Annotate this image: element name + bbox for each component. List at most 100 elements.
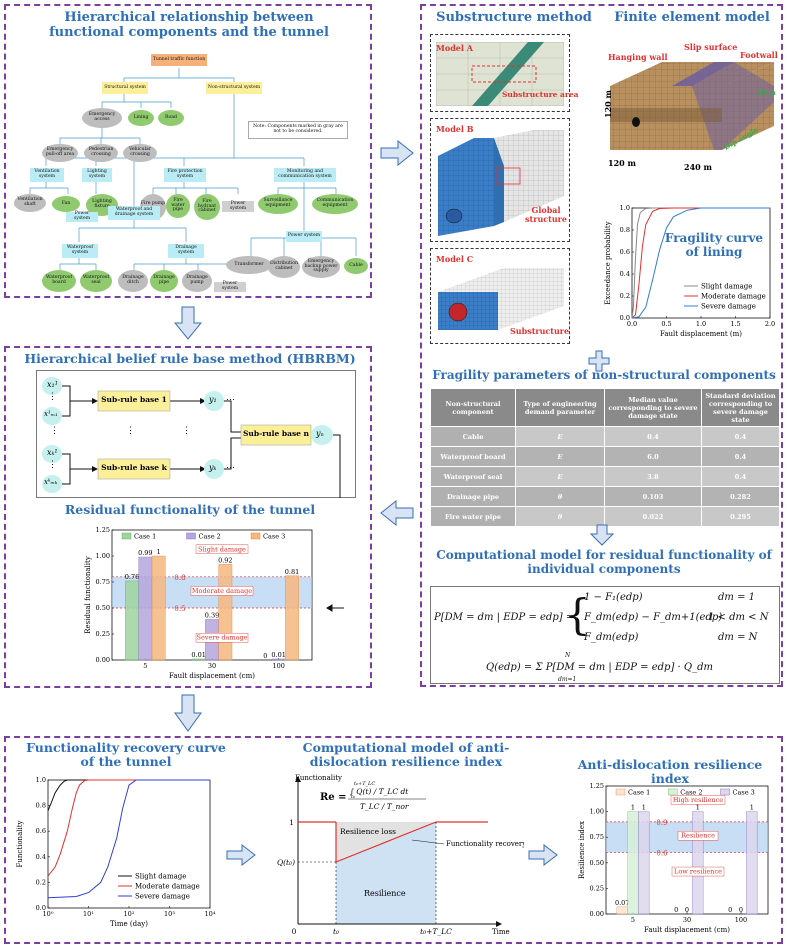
node-root: Tunnel traffic function xyxy=(151,54,207,66)
y-tick-label: 0.6 xyxy=(36,827,46,835)
plot-frame xyxy=(47,779,211,909)
residual-title: Residual functionality of the tunnel xyxy=(64,502,316,517)
yn-label: yₙ xyxy=(316,429,324,438)
legend-label: Case 2 xyxy=(199,533,221,541)
node-fire-hydrant: Fire hydrant cabinet xyxy=(194,194,220,220)
eq-case1: 1 − F₁(edp) xyxy=(584,592,643,603)
fe-model-graphic xyxy=(610,62,774,150)
threshold-lo-label: 0.6 xyxy=(656,850,668,858)
y-tick-label: 0.2 xyxy=(36,878,46,886)
bar xyxy=(271,658,286,661)
y-tick-label: 0.75 xyxy=(590,833,604,841)
right-arrow-top xyxy=(380,140,414,166)
node-power1: Power system xyxy=(222,201,254,212)
threshold-lo-label: 0.5 xyxy=(174,605,185,613)
xk1-label: xₖ¹ xyxy=(47,448,58,457)
node-vent-shaft: Ventilation shaft xyxy=(14,194,46,212)
y-tick-label: 0.4 xyxy=(620,270,630,278)
threshold-hi-label: 0.8 xyxy=(174,574,185,582)
y-axis-label: Residual functionality xyxy=(84,556,92,634)
data-label: 0.99 xyxy=(138,549,152,557)
zero-label: 0 xyxy=(292,927,297,936)
legend-label: Moderate damage xyxy=(135,883,200,891)
model-c-box xyxy=(430,248,570,344)
x-tick-label: 1.5 xyxy=(730,320,740,328)
node-drainage-pump: Drainage pump xyxy=(182,270,212,292)
hbrbm-title: Hierarchical belief rule base method (HB… xyxy=(24,351,356,366)
data-label: 1 xyxy=(696,804,700,812)
zone-label: Severe damage xyxy=(197,634,248,642)
substructure-label: Substructure xyxy=(510,326,570,336)
x-tick-label: 0.5 xyxy=(661,320,671,328)
legend-label: Case 1 xyxy=(134,533,156,541)
y-axis-label: Functionality xyxy=(16,820,24,867)
legend-swatch xyxy=(720,788,730,796)
residual-feed-arrow xyxy=(326,604,344,612)
y-tick-label: 0.25 xyxy=(590,884,604,892)
recovery-title: Functionality recovery curve of the tunn… xyxy=(26,740,226,770)
zone-label-box xyxy=(671,866,725,877)
node-lining: Lining xyxy=(128,110,154,126)
node-waterproof-sys: Waterproof system xyxy=(62,244,98,258)
model-b-label: Model B xyxy=(436,124,474,134)
table-row: Fire water pipe θ 0.022 0.295 xyxy=(430,506,780,527)
y-tick-label: 1.00 xyxy=(590,808,604,816)
data-label: 0 xyxy=(739,906,743,914)
node-pulloff: Emergency pull-off area xyxy=(42,144,78,162)
footwall-label: Footwall xyxy=(740,50,778,60)
eq-case2-cond: 1 < dm < N xyxy=(708,612,769,623)
node-power2: Power system xyxy=(66,211,98,222)
model-b-graphic xyxy=(438,130,564,236)
plus-sign xyxy=(588,350,610,372)
legend-label: Case 2 xyxy=(680,789,702,797)
table-row: Waterproof seal E 3.8 0.4 xyxy=(430,466,780,487)
node-drainage-sys: Drainage system xyxy=(168,244,204,258)
bar xyxy=(638,811,650,915)
q-t0-label: Q(t₀) xyxy=(277,858,295,867)
cell: 0.4 xyxy=(604,426,702,447)
node-ventilation: Ventilation system xyxy=(30,168,64,182)
x-tick-label: 30 xyxy=(208,662,216,670)
model-c-label: Model C xyxy=(436,254,474,264)
legend-swatch xyxy=(250,532,261,540)
re-label: Re = xyxy=(320,792,347,803)
zone-label: Slight damage xyxy=(198,545,246,553)
cell: 0.022 xyxy=(604,506,702,527)
eq-case1-cond: dm = 1 xyxy=(718,592,755,603)
legend-label: Case 1 xyxy=(628,789,650,797)
node-emergency-access: Emergency access xyxy=(82,108,122,128)
fragility-title: Fragility curve of lining xyxy=(664,231,764,259)
series-line xyxy=(47,779,210,811)
y-tick-label: 0.2 xyxy=(620,292,630,300)
resilience-label: Resilience xyxy=(364,889,406,898)
x-axis-label: Time xyxy=(492,928,510,936)
y1-label: y₁ xyxy=(209,395,217,404)
hbrbm-panel: Hierarchical belief rule base method (HB… xyxy=(4,346,372,688)
table-row: Cable E 0.4 0.4 xyxy=(430,426,780,447)
bar xyxy=(627,811,639,915)
bar xyxy=(191,658,206,661)
down-arrow-left xyxy=(174,306,202,340)
zone-label-box xyxy=(190,586,254,596)
y-tick-label: 0.8 xyxy=(36,802,46,810)
zone-label: High resilience xyxy=(673,796,723,804)
re-numerator: ∫ Q(t) / T_LC dt xyxy=(349,787,409,796)
node-note: Note: Components marked in gray are not … xyxy=(248,121,348,139)
vdots-5: ⋮ xyxy=(182,426,191,436)
bar xyxy=(692,811,704,915)
dim-120b: 120 m xyxy=(608,158,636,168)
down-arrow-bottom xyxy=(174,694,202,732)
cell: 3.8 xyxy=(604,466,702,487)
x1m-label: x¹ₘ₁ xyxy=(44,410,58,418)
th-type: Type of engineering demand parameter xyxy=(515,388,605,427)
hbrbm-diagram xyxy=(42,377,341,498)
eq-case3: F_dm(edp) xyxy=(584,632,639,643)
zone-label: Low resilience xyxy=(674,868,722,876)
x-axis-label: Fault displacement (m) xyxy=(660,330,742,338)
data-label: 0.76 xyxy=(125,573,139,581)
node-nonstructural: Non-structural system xyxy=(206,82,262,94)
node-drainage-pipe: Drainage pipe xyxy=(150,270,178,292)
y-arrowhead xyxy=(295,776,301,782)
eq-lhs: P[DM = dm | EDP = edp] = xyxy=(434,612,575,623)
